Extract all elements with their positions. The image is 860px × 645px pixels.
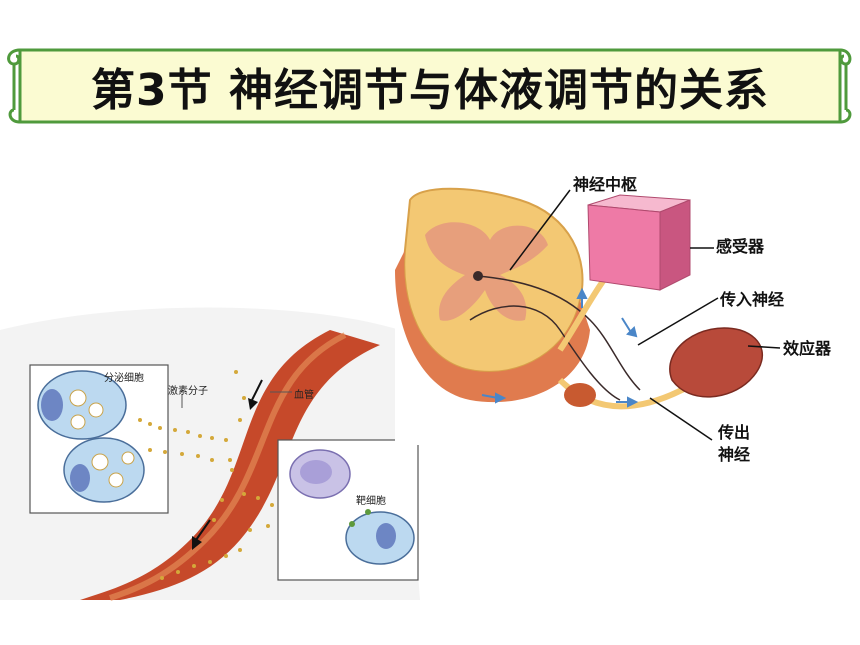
effector: [669, 327, 764, 398]
hormone-label: 激素分子: [168, 386, 208, 397]
secretory-cell-lower: [63, 437, 145, 503]
vessel-label: 血管: [294, 390, 314, 401]
secretory-cell-upper: [37, 370, 127, 440]
afferent-nerve-label: 传入神经: [720, 290, 785, 309]
blood-vessel: [80, 330, 380, 601]
target-cell-lower: [345, 509, 415, 565]
receptor: [587, 194, 691, 291]
slide-title: 第3节 神经调节与体液调节的关系: [91, 65, 769, 116]
spinal-cord: [395, 187, 590, 403]
effector-label: 效应器: [783, 339, 832, 358]
efferent-nerve-label-1: 传出: [718, 423, 751, 442]
nerve-center-label: 神经中枢: [573, 175, 638, 194]
receptor-label: 感受器: [716, 237, 765, 256]
efferent-nerve-label-2: 神经: [718, 445, 751, 464]
secretory-cell-label: 分泌细胞: [104, 373, 144, 384]
target-cell-label: 靶细胞: [356, 496, 386, 507]
title-banner: [7, 48, 852, 124]
target-cell-upper: [289, 449, 351, 499]
